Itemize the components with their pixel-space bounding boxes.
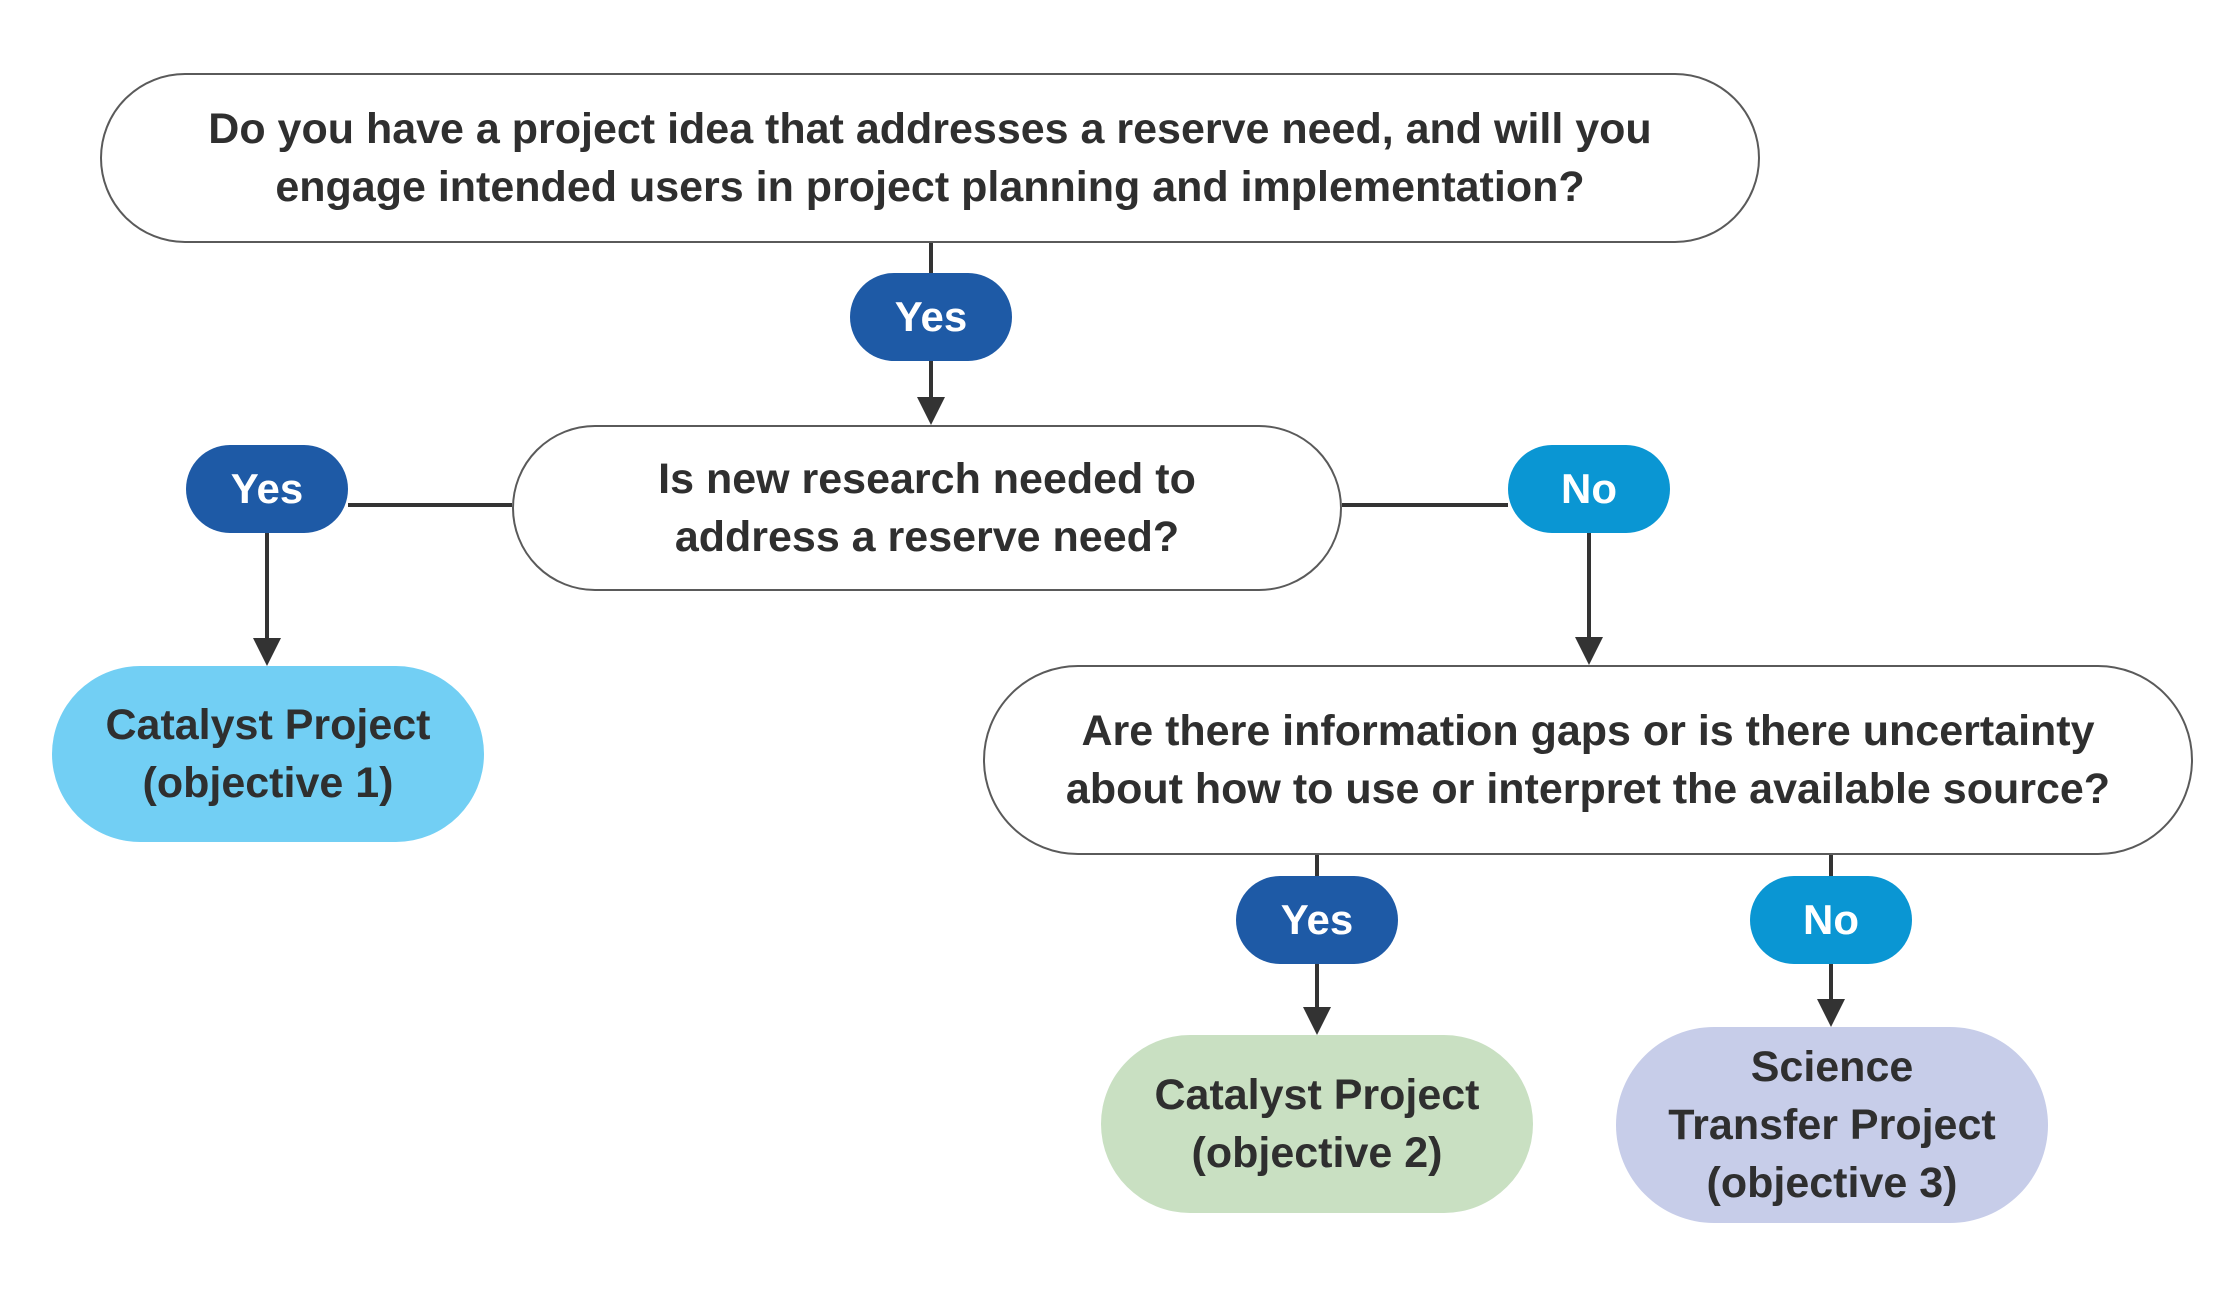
question-information-gaps: Are there information gaps or is there u…: [983, 665, 2193, 855]
connector-no-r3: [1829, 964, 1833, 1005]
question-project-idea-text: Do you have a project idea that addresse…: [208, 105, 1652, 211]
answer-no-pill: No: [1750, 876, 1912, 964]
answer-yes-pill: Yes: [850, 273, 1012, 361]
answer-yes-pill: Yes: [186, 445, 348, 533]
connector-q3-no: [1829, 855, 1833, 876]
arrow-to-q2: [917, 397, 945, 425]
connector-q2-no: [1342, 503, 1508, 507]
connector-yes-r2: [1315, 964, 1319, 1014]
result-science-transfer-objective-3: Science Transfer Project (objective 3): [1616, 1027, 2048, 1223]
answer-no-pill: No: [1508, 445, 1670, 533]
arrow-to-catalyst-2: [1303, 1007, 1331, 1035]
question-information-gaps-text: Are there information gaps or is there u…: [1065, 707, 2111, 813]
result-catalyst-objective-2-text: Catalyst Project (objective 2): [1154, 1071, 1480, 1177]
result-catalyst-objective-2: Catalyst Project (objective 2): [1101, 1035, 1533, 1213]
connector-q3-yes: [1315, 855, 1319, 876]
connector-yes-r1: [265, 533, 269, 644]
connector-yes-q2: [929, 361, 933, 403]
arrow-to-catalyst-1: [253, 638, 281, 666]
question-new-research-text: Is new research needed to address a rese…: [658, 455, 1196, 561]
question-new-research: Is new research needed to address a rese…: [512, 425, 1342, 591]
result-catalyst-objective-1: Catalyst Project (objective 1): [52, 666, 484, 842]
question-project-idea: Do you have a project idea that addresse…: [100, 73, 1760, 243]
connector-no-q3: [1587, 533, 1591, 643]
result-science-transfer-objective-3-text: Science Transfer Project (objective 3): [1668, 1043, 1996, 1207]
arrow-to-q3: [1575, 637, 1603, 665]
connector-q1-yes: [929, 243, 933, 273]
result-catalyst-objective-1-text: Catalyst Project (objective 1): [105, 701, 431, 807]
connector-q2-yes: [348, 503, 512, 507]
answer-yes-pill: Yes: [1236, 876, 1398, 964]
arrow-to-science-transfer: [1817, 999, 1845, 1027]
